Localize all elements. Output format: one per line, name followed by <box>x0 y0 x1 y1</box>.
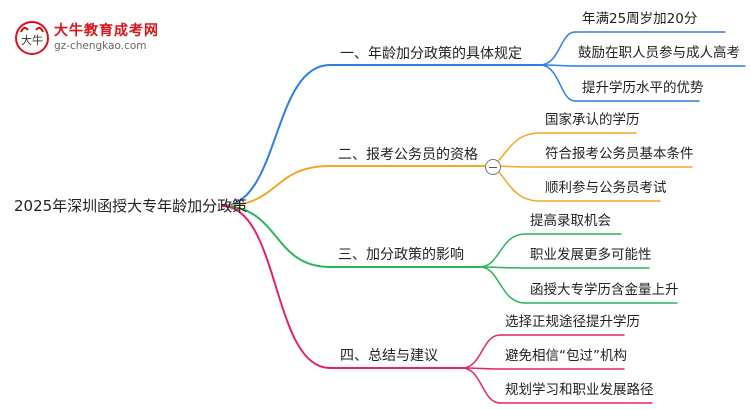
leaf-career-possibilities[interactable]: 职业发展更多可能性 <box>530 247 652 263</box>
branch-summary[interactable]: 四、总结与建议 <box>340 348 438 364</box>
connector-root-branch-4 <box>221 205 331 369</box>
connector-branch-4-leaf-1 <box>461 334 501 369</box>
connector-branch-1-leaf-3 <box>539 64 576 102</box>
leaf-age-bonus[interactable]: 年满25周岁加20分 <box>582 11 698 27</box>
site-logo[interactable]: 大牛 大牛教育成考网 gz-chengkao.com <box>14 18 174 62</box>
connector-root-branch-1 <box>221 64 331 207</box>
leaf-avoid-guarantee[interactable]: 避免相信“包过”机构 <box>505 348 627 364</box>
leaf-degree-value[interactable]: 函授大专学历含金量上升 <box>530 282 679 298</box>
leaf-recognized-degree[interactable]: 国家承认的学历 <box>545 112 640 128</box>
connector-branch-3-leaf-1 <box>479 233 526 268</box>
leaf-join-exam[interactable]: 顺利参与公务员考试 <box>545 180 667 196</box>
leaf-education-advantage[interactable]: 提升学历水平的优势 <box>582 80 704 96</box>
leaf-plan-path[interactable]: 规划学习和职业发展路径 <box>505 382 654 398</box>
branch-civil-service[interactable]: 二、报考公务员的资格 <box>338 147 478 163</box>
collapse-toggle[interactable] <box>485 159 501 175</box>
logo-mark-text: 大牛 <box>21 33 43 47</box>
root-node[interactable]: 2025年深圳函授大专年龄加分政策 <box>14 197 248 215</box>
leaf-basic-requirements[interactable]: 符合报考公务员基本条件 <box>545 146 694 162</box>
connector-root-branch-2 <box>221 165 331 207</box>
leaf-proper-channel[interactable]: 选择正规途径提升学历 <box>505 314 640 330</box>
branch-impact[interactable]: 三、加分政策的影响 <box>338 247 464 263</box>
branch-age-policy[interactable]: 一、年龄加分政策的具体规定 <box>340 46 522 62</box>
connector-root-branch-3 <box>221 205 331 268</box>
connector-branch-3-leaf-3 <box>479 266 526 304</box>
logo-url: gz-chengkao.com <box>54 40 147 52</box>
connector-branch-1-leaf-1 <box>539 31 576 66</box>
bull-logo-icon: 大牛 <box>15 21 49 55</box>
connector-branch-4-leaf-3 <box>461 367 501 404</box>
leaf-encourage-workers[interactable]: 鼓励在职人员参与成人高考 <box>578 45 740 61</box>
leaf-admission-chance[interactable]: 提高录取机会 <box>530 213 611 229</box>
logo-title: 大牛教育成考网 <box>54 23 159 39</box>
